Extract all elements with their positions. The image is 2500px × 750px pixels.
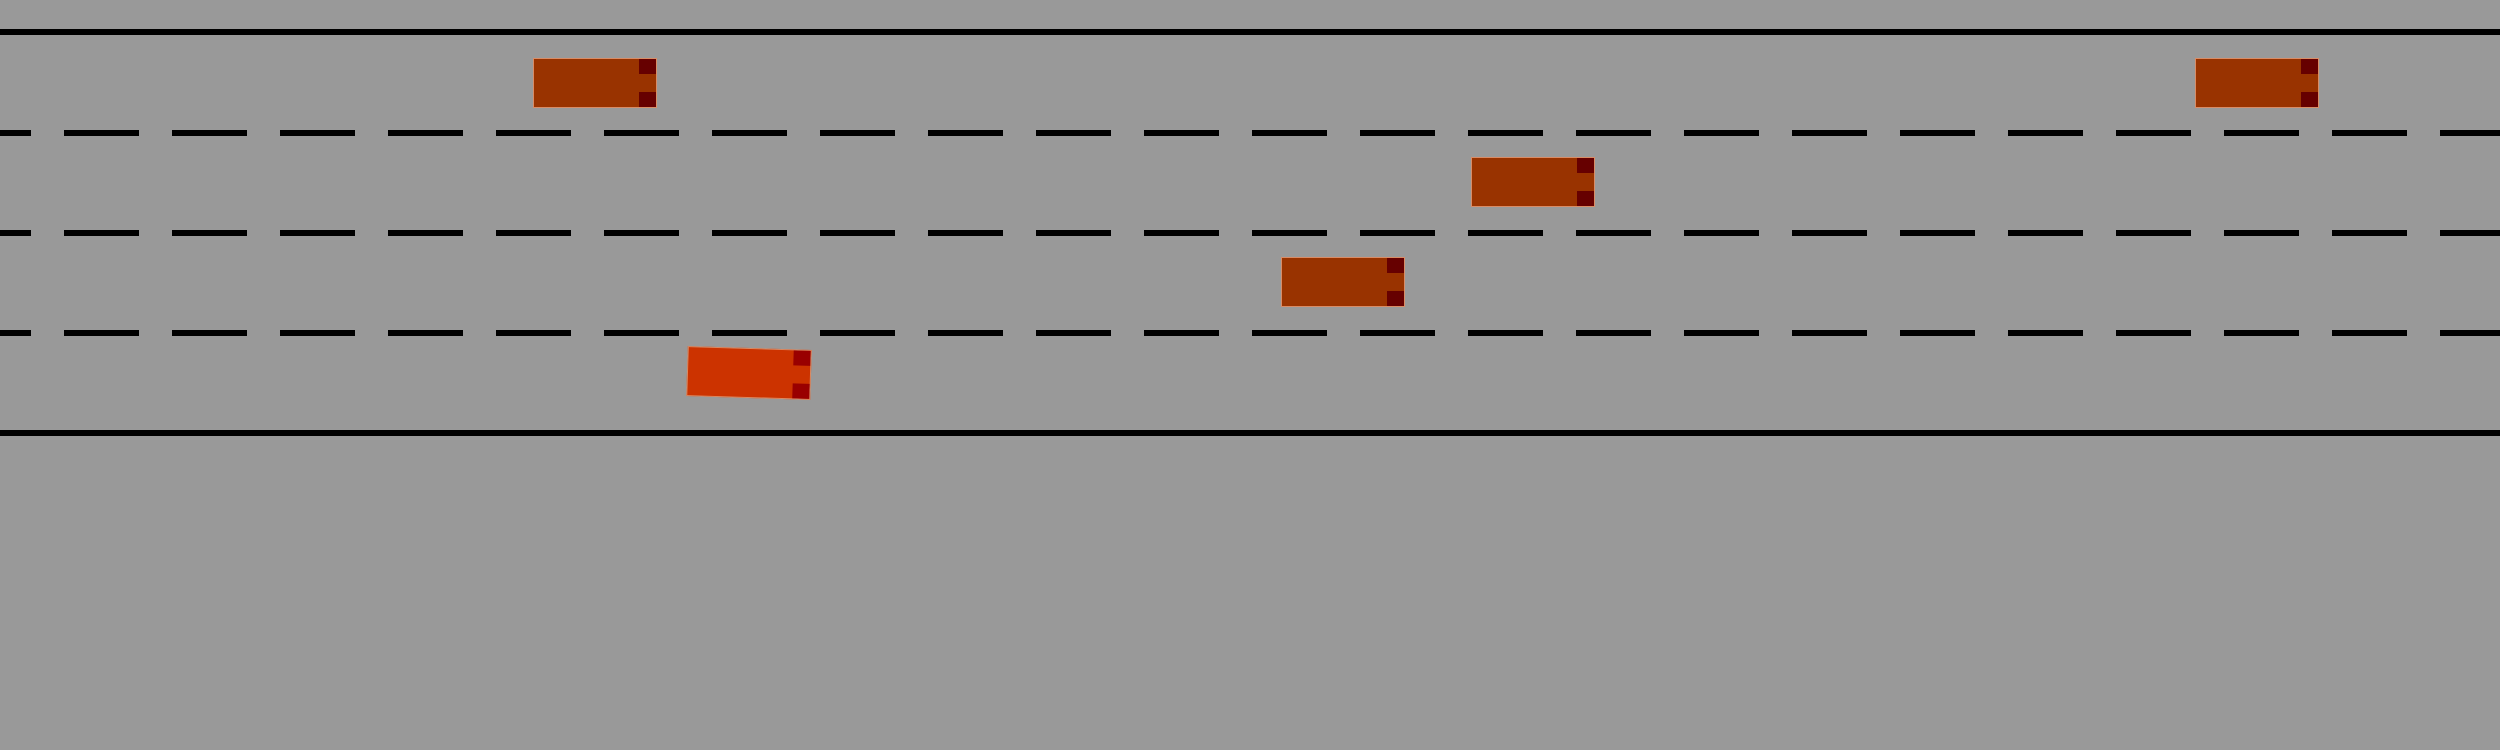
lane-divider-3: [0, 330, 2500, 336]
vehicle-light: [639, 92, 656, 107]
vehicle-light: [1577, 191, 1594, 206]
other-vehicle: [1471, 157, 1595, 207]
lane-divider-2: [0, 230, 2500, 236]
other-vehicle: [533, 58, 657, 108]
lane-divider-1: [0, 130, 2500, 136]
vehicle-light: [1577, 158, 1594, 173]
vehicle-light: [792, 383, 810, 399]
vehicle-light: [2301, 92, 2318, 107]
road-edge-top: [0, 29, 2500, 35]
other-vehicle: [1281, 257, 1405, 307]
ego-vehicle: [686, 346, 812, 400]
other-vehicle: [2195, 58, 2319, 108]
vehicle-light: [2301, 59, 2318, 74]
vehicle-light: [639, 59, 656, 74]
vehicle-light: [1387, 258, 1404, 273]
vehicle-light: [1387, 291, 1404, 306]
road-edge-bottom: [0, 430, 2500, 436]
vehicle-light: [793, 350, 811, 366]
